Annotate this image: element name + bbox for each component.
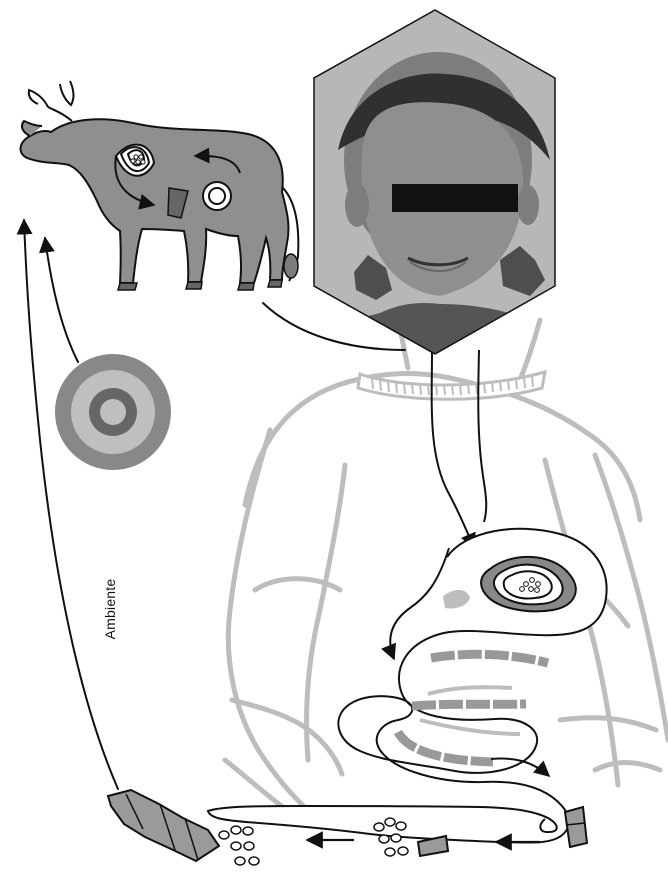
digestive-tract	[208, 350, 607, 842]
cow	[21, 81, 299, 290]
privacy-bar	[392, 184, 518, 212]
cyst-environment	[55, 354, 171, 470]
child-portrait	[314, 10, 556, 354]
